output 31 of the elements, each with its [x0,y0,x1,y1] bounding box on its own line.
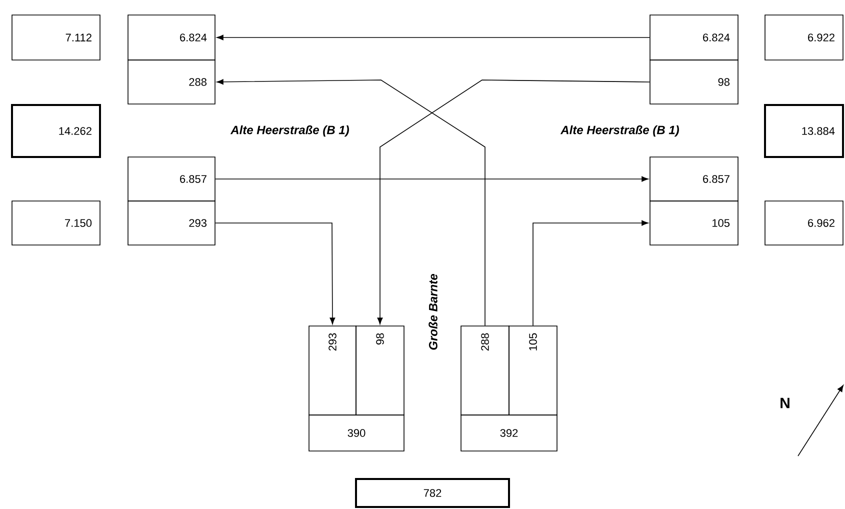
number-box: 13.884 [764,104,844,158]
number-cell: 98 [356,326,404,416]
arrow [216,79,486,326]
arrow [532,220,648,326]
number-cell: 288 [460,326,510,416]
number-box: 6.824 [128,14,216,60]
number-cell: 293 [308,326,356,416]
street-name: Große Barnte [428,274,438,350]
arrow [215,176,648,182]
total-box: 782 [355,478,510,508]
number-box: 105 [650,200,738,246]
number-cell: 105 [508,326,558,416]
number-box: 6.962 [764,200,844,246]
number-box: 6.857 [128,156,216,202]
number-box: 7.112 [12,14,100,60]
number-box: 6.824 [650,14,738,60]
number-box: 14.262 [11,104,101,158]
total-box: 392 [460,414,558,452]
total-box: 390 [308,414,404,452]
number-box: 6.922 [764,14,844,60]
number-box: 7.150 [12,200,100,246]
arrow [216,34,650,40]
north-label: N [780,398,790,408]
arrow [377,80,650,324]
number-box: 288 [128,60,216,104]
street-name: Alte Heerstraße (B 1) [560,125,679,137]
number-box: 98 [650,60,738,104]
street-name: Alte Heerstraße (B 1) [230,125,349,137]
number-box: 6.857 [650,156,738,202]
arrow [215,222,336,324]
number-box: 293 [128,200,216,246]
